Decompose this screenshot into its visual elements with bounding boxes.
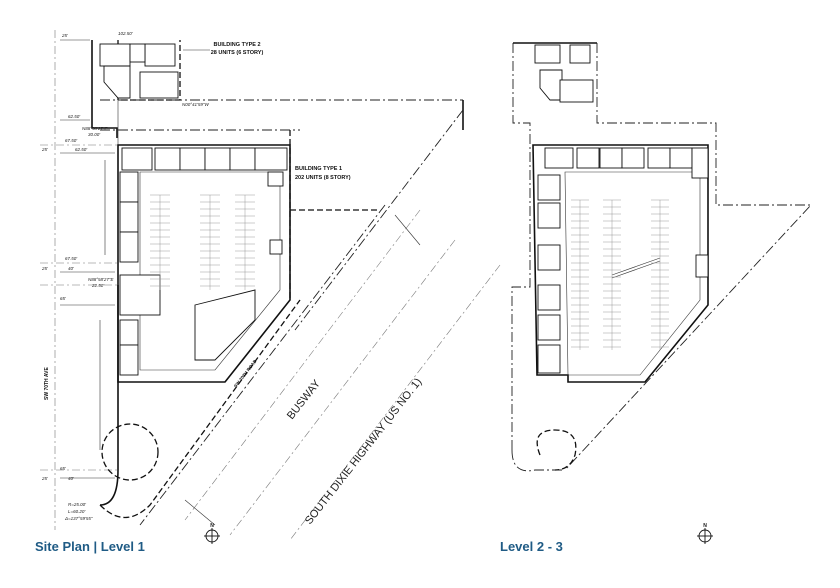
building-type-2-upper <box>534 44 594 103</box>
parking-stalls <box>571 199 669 350</box>
property-line <box>511 43 531 450</box>
dimension-label: 40' <box>68 476 74 481</box>
property-line-curve <box>99 299 301 519</box>
bearing-label: 22.50' <box>91 283 104 288</box>
level-2-3-plan: N <box>511 42 813 544</box>
dimension-label: 62.50' <box>68 114 80 119</box>
dimension-label: 25' <box>41 266 48 271</box>
dimension-label: 65' <box>60 466 66 471</box>
level-2-3-title: Level 2 - 3 <box>500 539 563 554</box>
parking-stalls <box>150 194 255 290</box>
street-label-sw-70th-ave: SW 70TH AVE <box>44 367 50 400</box>
dimension-label: 25' <box>61 33 68 38</box>
dimension-label: 65' <box>60 296 66 301</box>
property-line <box>91 40 118 138</box>
dimension-label: 25' <box>41 476 48 481</box>
dimension-label: 62.50' <box>75 147 87 152</box>
bearing-label: 30.00' <box>88 132 100 137</box>
bearing-label: N88°58'27"E <box>88 277 115 282</box>
building-type-1-upper <box>532 144 709 383</box>
bearing-label: N00°41'59"W <box>182 102 210 107</box>
dimension-label: 25' <box>41 147 48 152</box>
highway-label: SOUTH DIXIE HIGHWAY (US NO. 1) <box>303 376 424 527</box>
building-type-1 <box>117 144 291 383</box>
dimension-label: 67.50' <box>65 138 77 143</box>
building-1-units: 202 UNITS (8 STORY) <box>295 175 351 181</box>
building-type-2 <box>99 43 179 145</box>
building-2-units: 28 UNITS (6 STORY) <box>211 50 264 56</box>
bearing-label: N88°58'27"E <box>82 126 109 131</box>
dimension-label: 67.50' <box>65 256 77 261</box>
building-1-name: BUILDING TYPE 1 <box>295 166 342 172</box>
dimension-label: 102.50' <box>118 31 133 36</box>
svg-text:N: N <box>703 523 707 529</box>
site-plan-level-1: BUILDING TYPE 2 28 UNITS (6 STORY) BUILD… <box>40 30 501 544</box>
cul-de-sac <box>101 423 159 481</box>
curve-label: R=25.00' <box>68 502 86 507</box>
building-2-name: BUILDING TYPE 2 <box>213 42 260 48</box>
curve-label: L=60.20' <box>68 509 85 514</box>
north-arrow-icon: N <box>697 523 713 544</box>
dimension-label: 40' <box>68 266 74 271</box>
street-label-sw-70th-road: SW 70TH ROAD <box>233 358 258 388</box>
busway-label: BUSWAY <box>285 377 323 422</box>
site-plan-title: Site Plan | Level 1 <box>35 539 145 554</box>
curve-label: Δ=137°59'55" <box>64 516 93 521</box>
busway-line <box>139 204 386 526</box>
north-arrow-icon: N <box>204 523 220 544</box>
svg-text:N: N <box>210 523 214 529</box>
